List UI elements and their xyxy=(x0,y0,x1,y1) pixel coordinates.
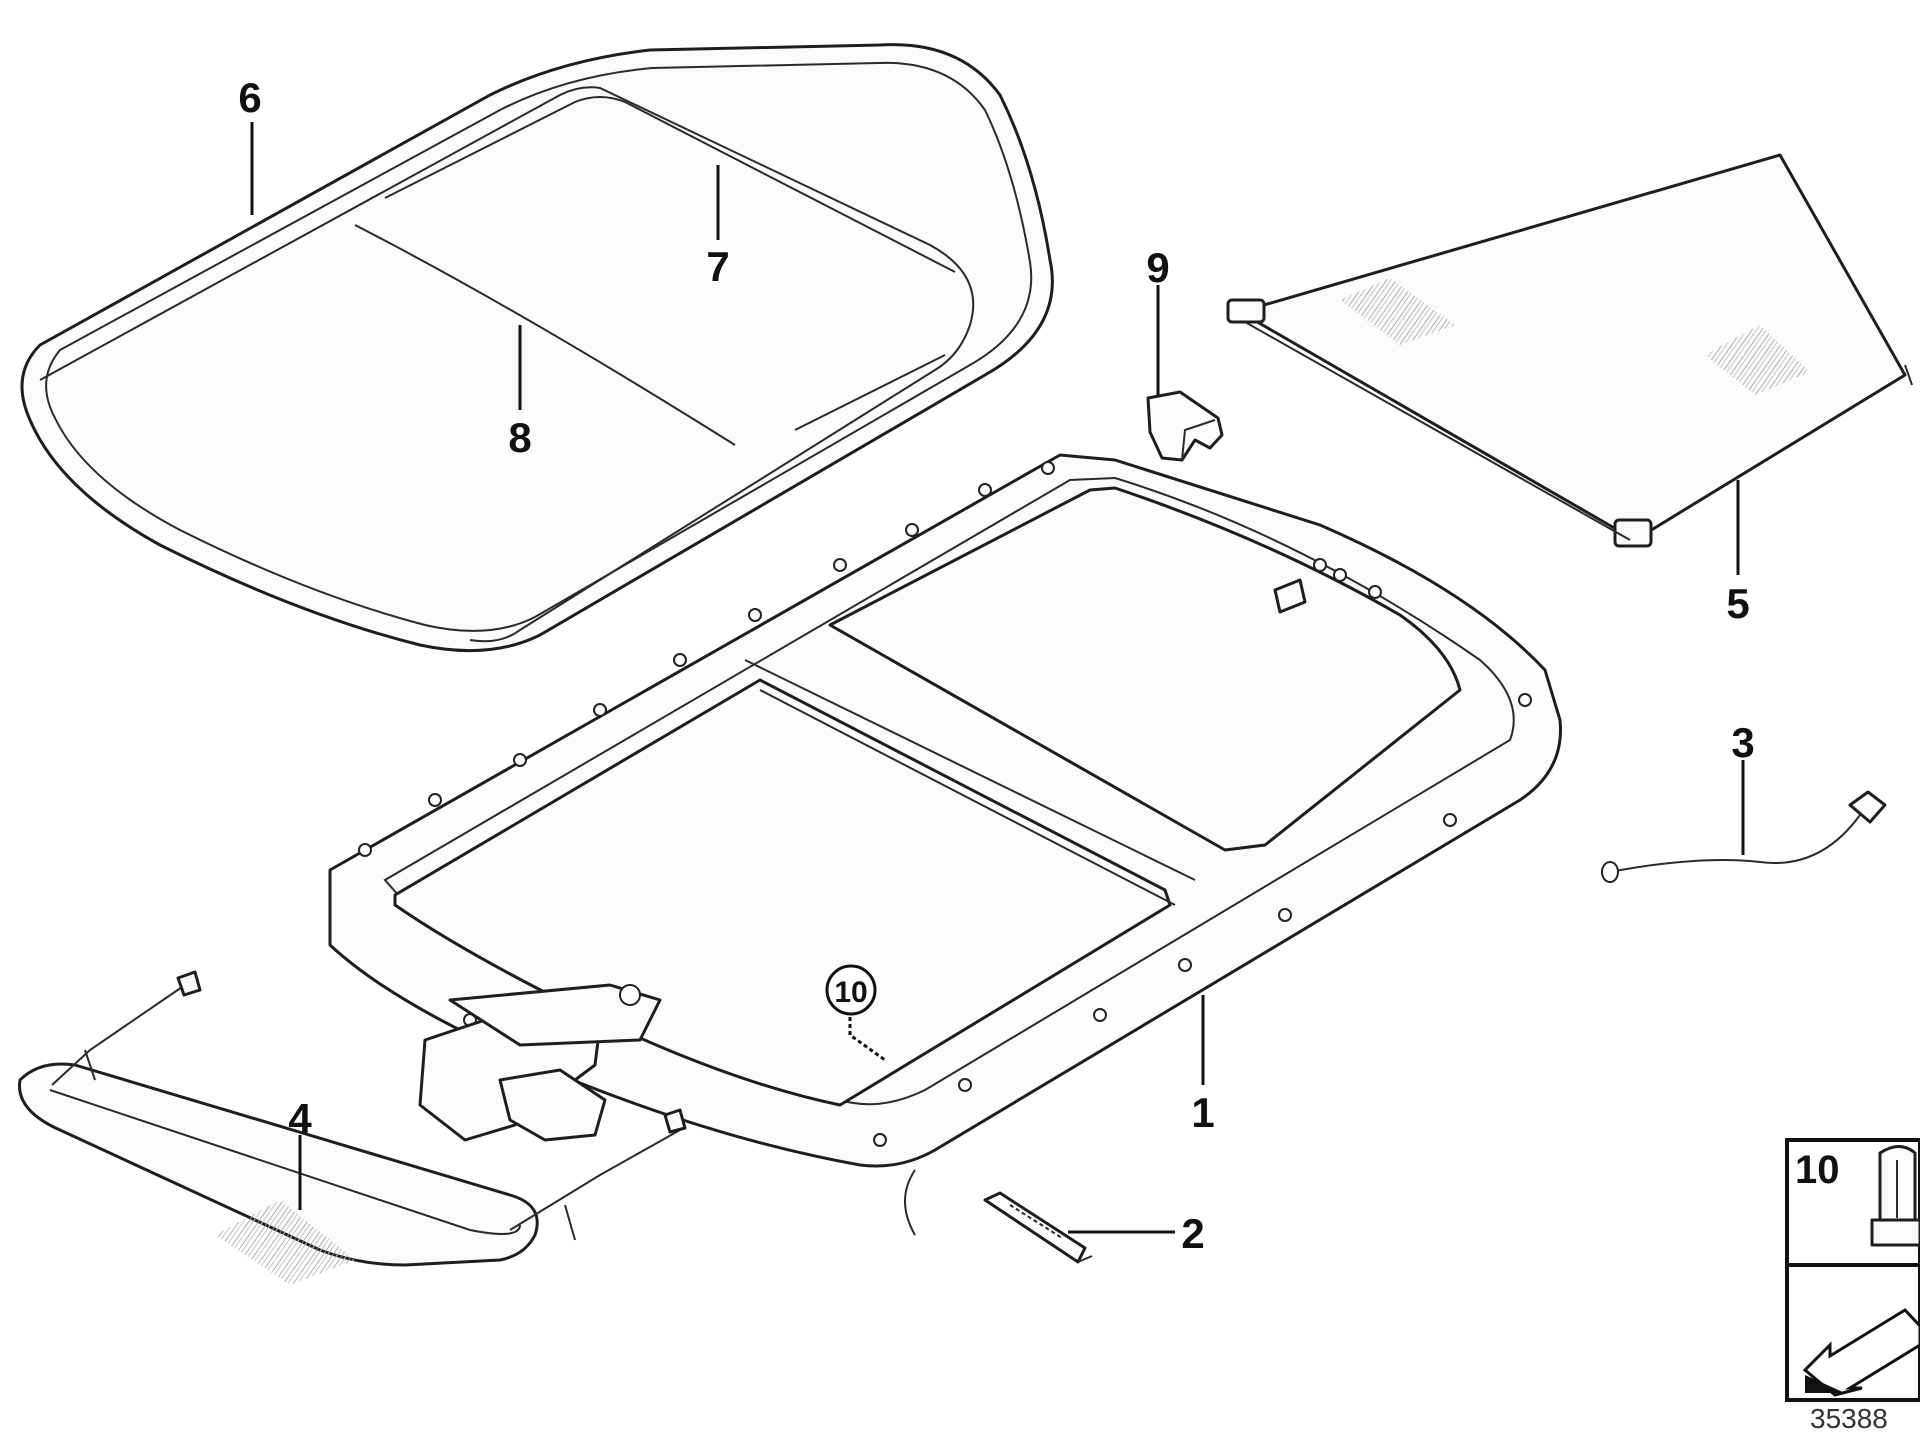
drive-motor xyxy=(418,983,662,1142)
callout-10-circle: 10 xyxy=(825,964,877,1016)
screw-part xyxy=(983,1191,1093,1264)
callout-9: 9 xyxy=(1146,244,1169,291)
legend-clip-number: 10 xyxy=(1795,1148,1840,1192)
callout-2: 2 xyxy=(1181,1210,1204,1257)
callout-6: 6 xyxy=(238,74,261,121)
clip-icon xyxy=(1870,1145,1920,1247)
drain-hose xyxy=(1601,790,1887,883)
callout-1: 1 xyxy=(1191,1089,1214,1136)
callout-4: 4 xyxy=(288,1095,312,1142)
guide-clip xyxy=(1146,390,1224,462)
legend-box: 10 xyxy=(1785,1138,1920,1402)
callout-10: 10 xyxy=(834,976,867,1009)
callout-3: 3 xyxy=(1731,719,1754,766)
leader-lines xyxy=(250,122,1745,1234)
wind-deflector xyxy=(18,970,687,1285)
callout-7: 7 xyxy=(706,243,729,290)
callout-labels: 6 7 8 9 5 3 1 4 2 10 xyxy=(238,74,1754,1257)
arrow-icon xyxy=(1802,1308,1920,1397)
diagram-code: 35388 xyxy=(1810,1403,1888,1434)
callout-5: 5 xyxy=(1726,580,1749,627)
glass-panel xyxy=(20,43,1054,653)
callout-8: 8 xyxy=(508,414,531,461)
sunblind xyxy=(1226,153,1913,548)
